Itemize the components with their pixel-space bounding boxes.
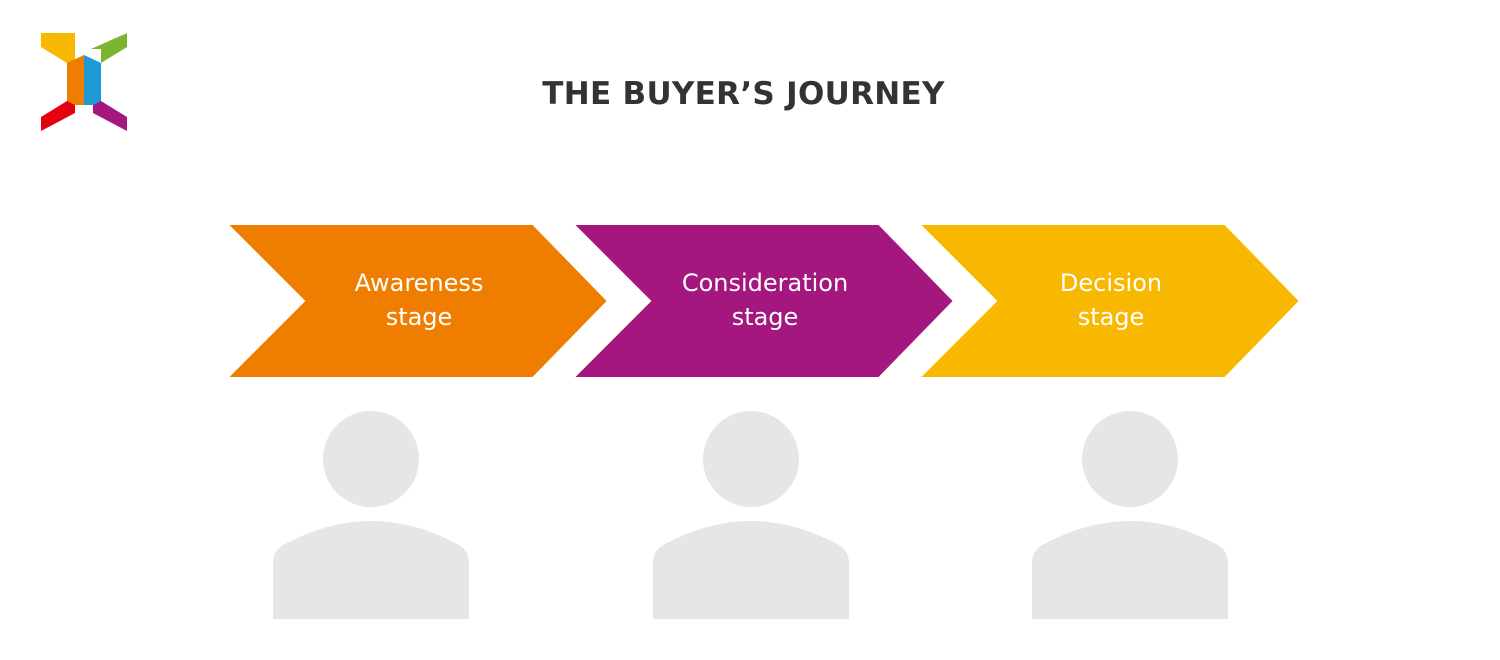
- logo-green-part-2: [91, 33, 127, 49]
- page-title: THE BUYER’S JOURNEY: [542, 76, 945, 112]
- stage-label-line1: Decision: [1059, 269, 1163, 297]
- logo-orange-part: [67, 55, 84, 105]
- logo-yellow-part-2: [41, 33, 75, 63]
- stage-label-line2: stage: [731, 303, 799, 331]
- chevron-arrow-icon: [570, 223, 956, 379]
- stage-label: Decision stage: [1011, 266, 1211, 334]
- chevron-arrow-icon: [916, 223, 1302, 379]
- logo-red-part: [41, 101, 75, 131]
- person-head: [1082, 411, 1178, 507]
- person-body: [653, 521, 849, 619]
- logo-blue-part: [84, 55, 101, 105]
- person-head: [703, 411, 799, 507]
- stage-label-line2: stage: [1077, 303, 1145, 331]
- chevron-shape: [916, 223, 1302, 379]
- stage-label: Awareness stage: [319, 266, 519, 334]
- chevron-shape: [570, 223, 956, 379]
- stage-label-line2: stage: [385, 303, 453, 331]
- x-logo-icon: [41, 33, 127, 131]
- logo-yellow-part: [41, 33, 67, 63]
- logo-purple-part: [93, 101, 127, 131]
- person-consideration: [653, 411, 849, 619]
- person-awareness: [273, 411, 469, 619]
- person-icon: [273, 411, 469, 619]
- person-head: [323, 411, 419, 507]
- logo-green-part: [101, 33, 127, 63]
- person-icon: [653, 411, 849, 619]
- stage-label-line1: Consideration: [681, 269, 849, 297]
- stage-label-line1: Awareness: [354, 269, 484, 297]
- stage-awareness: Awareness stage: [224, 222, 610, 380]
- chevron-shape: [224, 223, 610, 379]
- logo: [41, 33, 127, 131]
- chevron-arrow-icon: [224, 223, 610, 379]
- stage-consideration: Consideration stage: [570, 222, 956, 380]
- person-body: [1032, 521, 1228, 619]
- stage-label: Consideration stage: [665, 266, 865, 334]
- person-body: [273, 521, 469, 619]
- stage-decision: Decision stage: [916, 222, 1302, 380]
- person-icon: [1032, 411, 1228, 619]
- person-decision: [1032, 411, 1228, 619]
